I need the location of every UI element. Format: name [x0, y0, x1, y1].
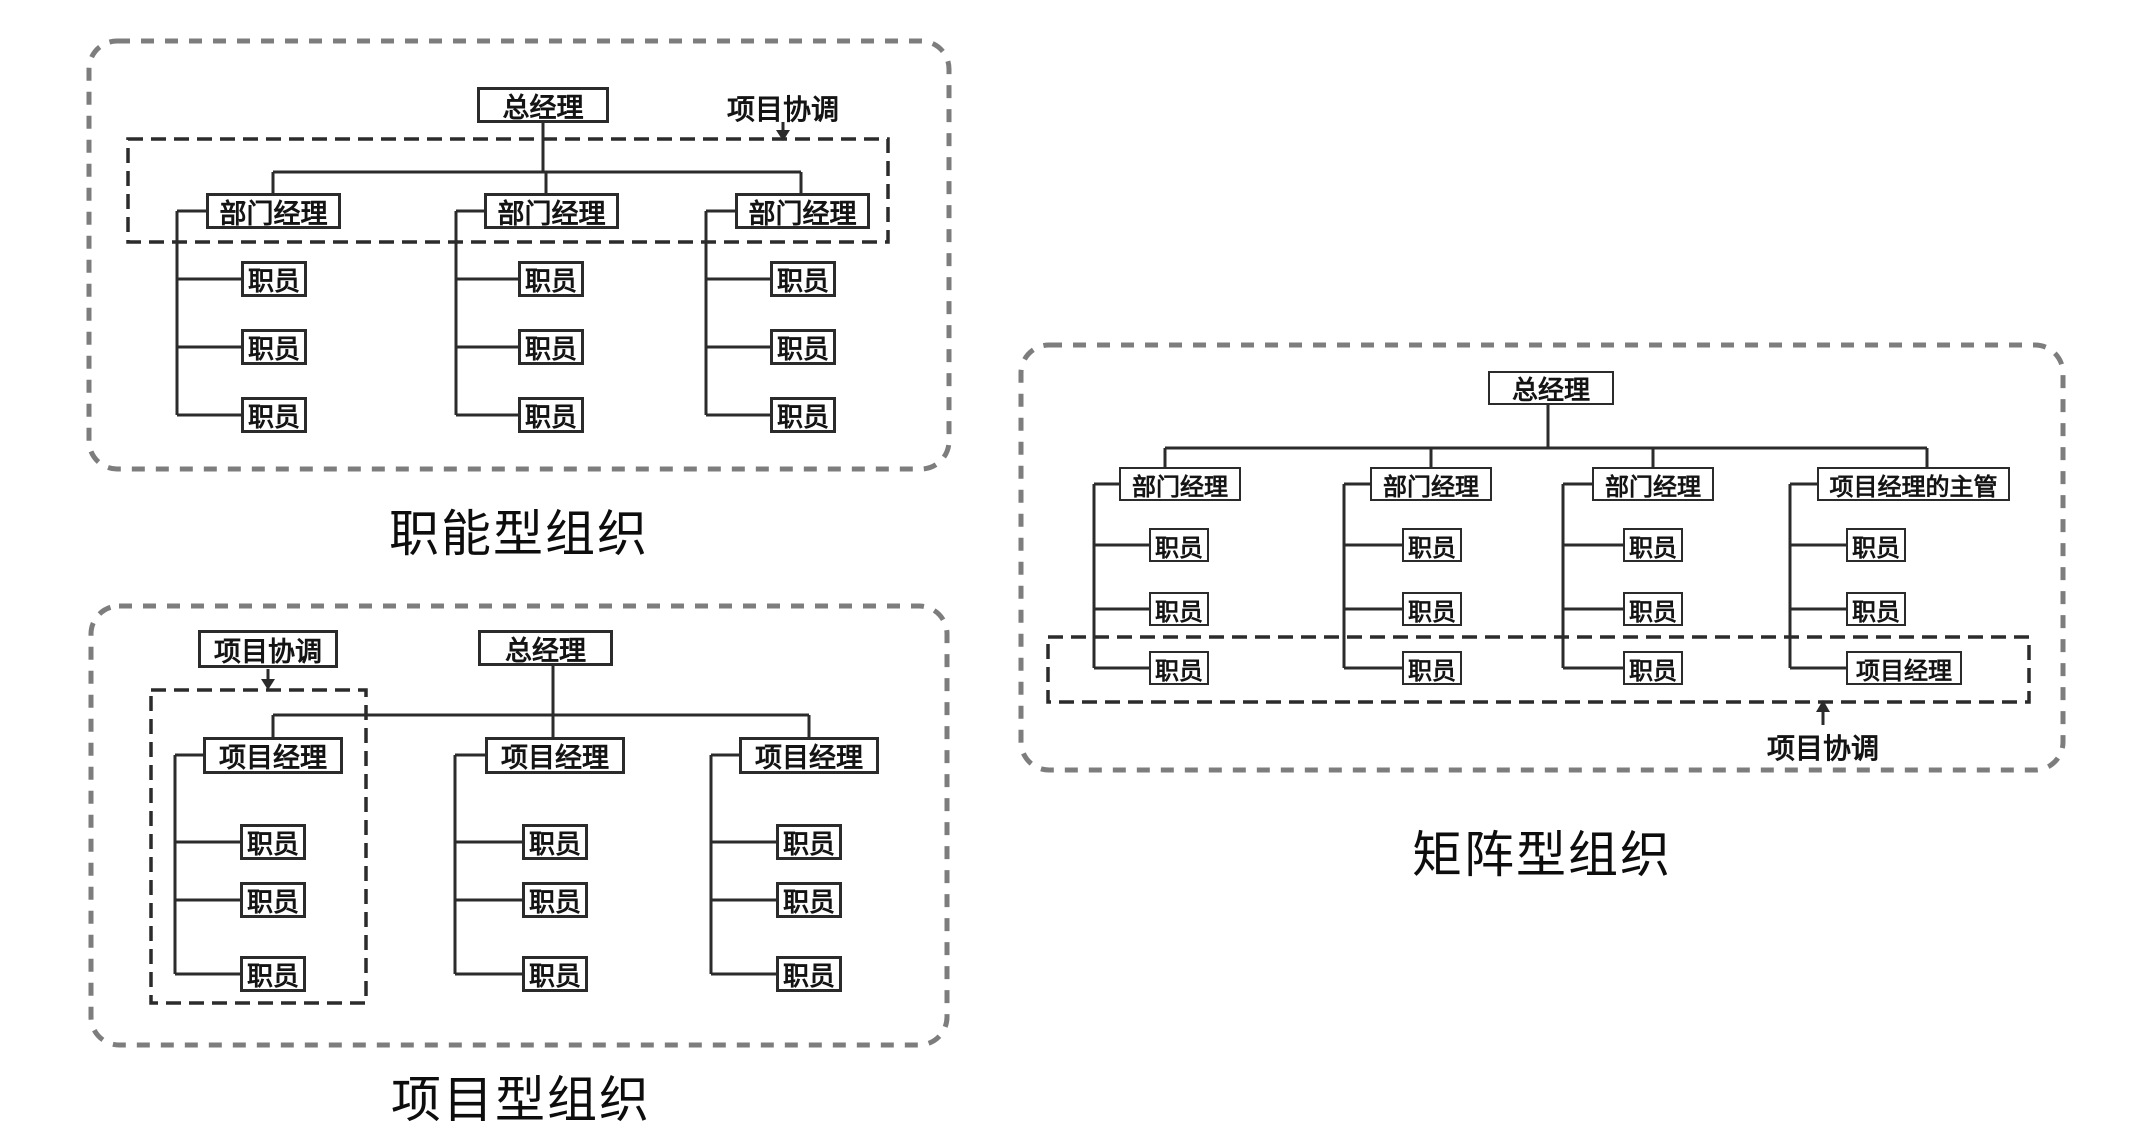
matrix-pm-supervisor-box: 项目经理的主管	[1817, 467, 2010, 501]
matrix-coordination-dashed-box	[1046, 635, 2031, 704]
functional-staff-box: 职员	[770, 329, 836, 365]
matrix-root-box: 总经理	[1488, 371, 1614, 405]
functional-org-lines	[175, 123, 803, 417]
matrix-connector-lines	[1018, 342, 2066, 773]
functional-staff-box: 职员	[241, 397, 307, 433]
projectized-org-lines	[173, 666, 811, 976]
functional-diagram-title: 职能型组织	[389, 506, 649, 562]
matrix-coordination-label: 项目协调	[1766, 733, 1879, 764]
functional-manager-box: 部门经理	[735, 193, 870, 229]
functional-outer-dashed-border	[86, 38, 952, 472]
coordination-arrow-down-icon	[261, 669, 275, 690]
projectized-manager-box: 项目经理	[739, 737, 879, 774]
projectized-staff-box: 职员	[776, 882, 842, 918]
projectized-staff-box: 职员	[522, 956, 588, 992]
projectized-diagram-title: 项目型组织	[391, 1072, 651, 1128]
coordination-arrow-down-icon	[776, 122, 790, 141]
matrix-outer-dashed-border	[1018, 342, 2066, 773]
matrix-staff-box: 职员	[1623, 592, 1683, 626]
matrix-staff-box: 职员	[1846, 528, 1906, 562]
functional-root-box: 总经理	[477, 87, 609, 123]
coordination-arrow-up-icon	[1816, 700, 1830, 725]
projectized-staff-box: 职员	[240, 882, 306, 918]
matrix-staff-box: 职员	[1402, 528, 1462, 562]
matrix-diagram-title: 矩阵型组织	[1412, 827, 1672, 883]
projectized-outer-dashed-border	[88, 603, 950, 1048]
matrix-diagram: 总经理 部门经理 部门经理 部门经理 项目经理的主管 职员 职员 职员 职员 职…	[1018, 342, 2066, 773]
projectized-connector-lines	[88, 603, 950, 1048]
functional-connector-lines	[86, 38, 952, 472]
projectized-diagram: 项目协调 总经理 项目经理 项目经理 项目经理 职员 职员 职员 职员 职员 职…	[88, 603, 950, 1048]
functional-staff-box: 职员	[241, 329, 307, 365]
matrix-project-manager-box: 项目经理	[1846, 651, 1962, 685]
matrix-staff-box: 职员	[1149, 592, 1209, 626]
matrix-department-manager-box: 部门经理	[1592, 467, 1714, 501]
matrix-staff-box: 职员	[1149, 528, 1209, 562]
matrix-staff-box: 职员	[1846, 592, 1906, 626]
projectized-staff-box: 职员	[522, 882, 588, 918]
projectized-staff-box: 职员	[776, 956, 842, 992]
projectized-root-box: 总经理	[478, 630, 613, 666]
projectized-staff-box: 职员	[776, 824, 842, 860]
matrix-org-lines	[1092, 405, 1929, 670]
matrix-staff-box: 职员	[1623, 651, 1683, 685]
functional-manager-box: 部门经理	[206, 193, 341, 229]
matrix-department-manager-box: 部门经理	[1119, 467, 1241, 501]
projectized-staff-box: 职员	[240, 824, 306, 860]
functional-staff-box: 职员	[518, 329, 584, 365]
projectized-coordination-box: 项目协调	[198, 630, 338, 668]
projectized-coordination-dashed-box	[149, 688, 368, 1005]
functional-coordination-label: 项目协调	[726, 94, 839, 125]
matrix-staff-box: 职员	[1623, 528, 1683, 562]
matrix-staff-box: 职员	[1402, 651, 1462, 685]
projectized-staff-box: 职员	[522, 824, 588, 860]
functional-staff-box: 职员	[770, 397, 836, 433]
functional-diagram: 项目协调 总经理 部门经理 部门经理 部门经理 职员 职员 职员 职员 职员 职…	[86, 38, 952, 472]
functional-coordination-dashed-box	[126, 137, 890, 244]
functional-staff-box: 职员	[518, 397, 584, 433]
projectized-manager-box: 项目经理	[485, 737, 625, 774]
functional-staff-box: 职员	[770, 261, 836, 297]
matrix-staff-box: 职员	[1402, 592, 1462, 626]
matrix-staff-box: 职员	[1149, 651, 1209, 685]
functional-staff-box: 职员	[518, 261, 584, 297]
projectized-staff-box: 职员	[240, 956, 306, 992]
matrix-department-manager-box: 部门经理	[1370, 467, 1492, 501]
functional-manager-box: 部门经理	[484, 193, 619, 229]
functional-staff-box: 职员	[241, 261, 307, 297]
projectized-manager-box: 项目经理	[203, 737, 343, 774]
